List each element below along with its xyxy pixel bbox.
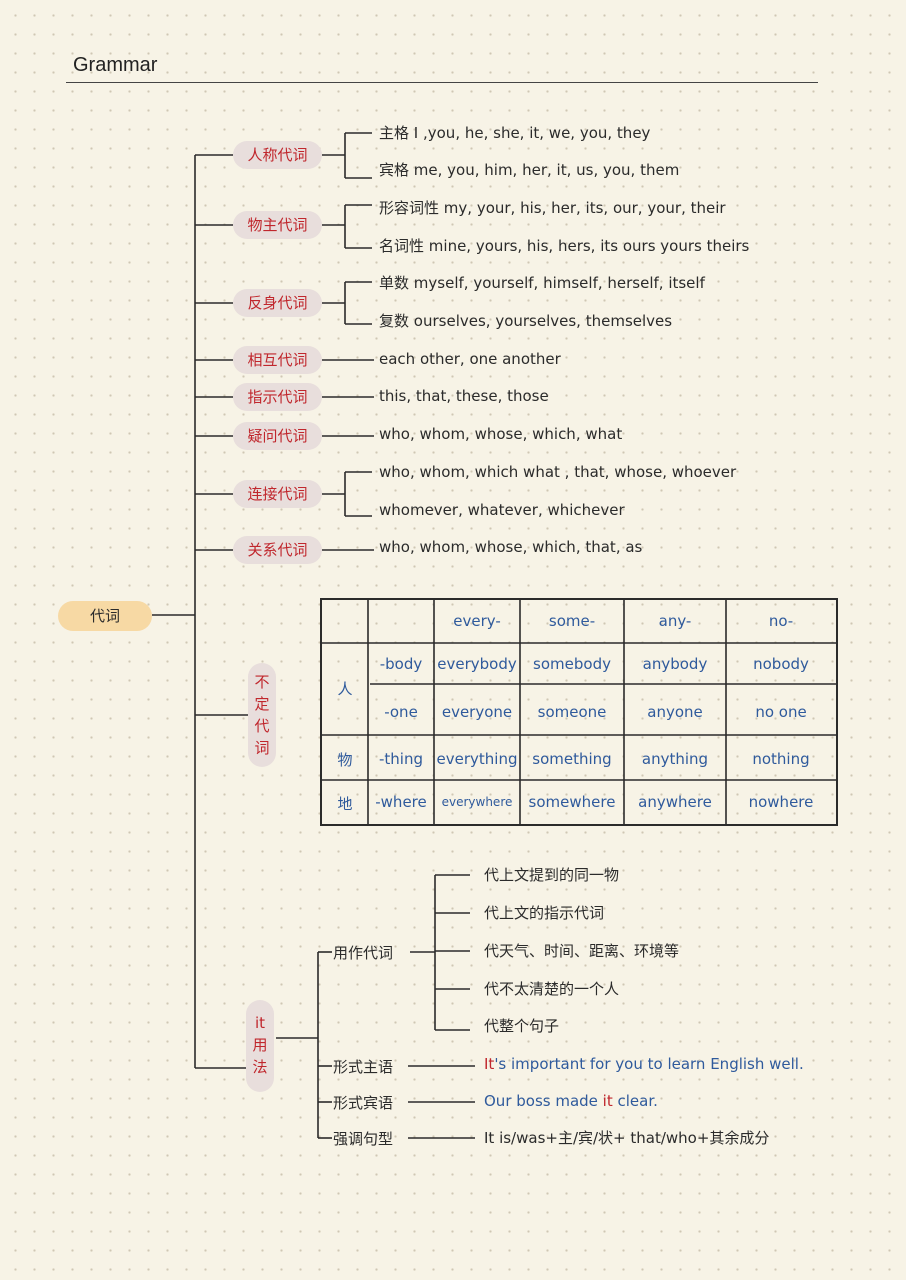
formal-object-label: 形式宾语 [333,1094,394,1112]
title-underline [66,82,818,83]
branch-conjunctive: 连接代词 [233,480,322,508]
reflexive-singular: 单数 myself, yourself, himself, herself, i… [379,274,705,292]
emphasis-label: 强调句型 [333,1130,394,1148]
relative-items: who, whom, whose, which, that, as [379,538,643,556]
cell-nothing: nothing [752,750,810,768]
reciprocal-items: each other, one another [379,350,561,368]
cell-someone: someone [537,703,607,721]
emphasis-example: It is/was+主/宾/状+ that/who+其余成分 [484,1129,770,1147]
formal-subject-label: 形式主语 [333,1058,394,1076]
cell-no-one: no one [755,703,807,721]
it-pronoun-item-3: 代天气、时间、距离、环境等 [484,942,680,960]
suffix-thing: -thing [379,750,423,768]
cell-anything: anything [641,750,709,768]
branch-demonstrative: 指示代词 [233,383,322,411]
suffix-where: -where [375,793,427,811]
cell-anywhere: anywhere [638,793,712,811]
suffix-one: -one [384,703,418,721]
col-header-no: no- [768,612,794,630]
it-pronoun-item-1: 代上文提到的同一物 [484,866,620,884]
interrogative-items: who, whom, whose, which, what [379,425,623,443]
group-place: 地 [337,795,353,813]
cell-something: something [532,750,612,768]
it-pronoun-item-2: 代上文的指示代词 [484,904,605,922]
cell-anyone: anyone [647,703,703,721]
suffix-body: -body [379,655,423,673]
col-header-some: some- [548,612,596,630]
root-node: 代词 [58,601,152,631]
branch-reflexive: 反身代词 [233,289,322,317]
it-pronoun-label: 用作代词 [333,944,394,962]
it-pronoun-item-5: 代整个句子 [484,1017,560,1035]
formal-subject-example: It's important for you to learn English … [484,1055,804,1073]
branch-personal: 人称代词 [233,141,322,169]
table-grid-lines [322,600,836,824]
cell-everyone: everyone [441,703,513,721]
cell-everybody: everybody [437,655,517,673]
branch-relative: 关系代词 [233,536,322,564]
cell-everything: everything [436,750,518,768]
conjunctive-items-2: whomever, whatever, whichever [379,501,625,519]
group-thing: 物 [337,751,353,769]
group-person: 人 [337,680,353,698]
cell-nobody: nobody [753,655,809,673]
indefinite-pronoun-table: every- some- any- no- 人 物 地 -body everyb… [320,598,838,826]
branch-possessive: 物主代词 [233,211,322,239]
personal-subject: 主格 I ,you, he, she, it, we, you, they [379,124,651,142]
col-header-any: any- [658,612,692,630]
col-header-every: every- [453,612,501,630]
cell-nowhere: nowhere [748,793,814,811]
branch-indefinite: 不定代词 [248,663,276,767]
formal-object-example: Our boss made it clear. [484,1092,658,1110]
personal-object: 宾格 me, you, him, her, it, us, you, them [379,161,680,179]
cell-anybody: anybody [642,655,708,673]
branch-reciprocal: 相互代词 [233,346,322,374]
reflexive-plural: 复数 ourselves, yourselves, themselves [379,312,673,330]
branch-interrogative: 疑问代词 [233,422,322,450]
demonstrative-items: this, that, these, those [379,387,549,405]
page-title: Grammar [73,54,158,76]
cell-somebody: somebody [533,655,611,673]
cell-everywhere: everywhere [441,795,513,809]
it-pronoun-item-4: 代不太清楚的一个人 [484,980,620,998]
cell-somewhere: somewhere [528,793,616,811]
possessive-noun: 名词性 mine, yours, his, hers, its ours you… [379,237,750,255]
conjunctive-items-1: who, whom, which what , that, whose, who… [379,463,737,481]
possessive-adjective: 形容词性 my, your, his, her, its, our, your,… [379,199,726,217]
